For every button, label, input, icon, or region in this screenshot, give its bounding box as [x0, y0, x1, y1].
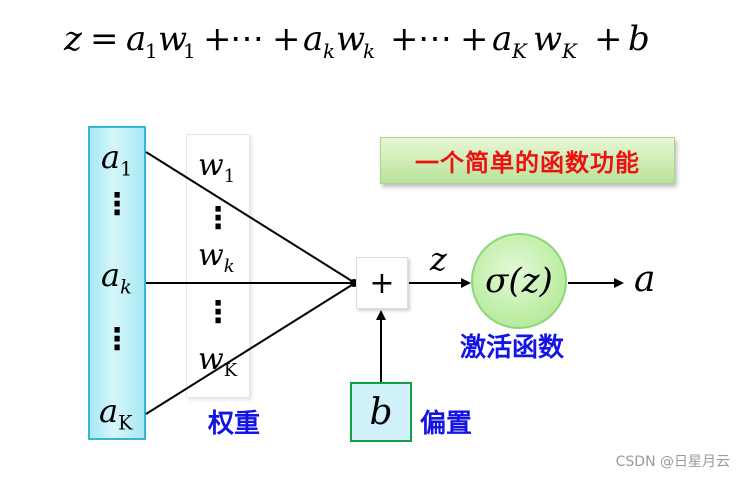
- formula-wK: w: [533, 19, 562, 59]
- output-a: a: [634, 259, 656, 300]
- formula-ak: a: [303, 19, 323, 59]
- formula-plus-5: +: [594, 19, 623, 59]
- sum-output-z: z: [430, 240, 447, 278]
- summation-node: +: [356, 257, 408, 309]
- activation-label: 激活函数: [460, 333, 565, 363]
- formula-dots-2: ⋯: [418, 19, 452, 59]
- formula-ak-sub: k: [323, 39, 335, 62]
- formula-wk: w: [336, 19, 365, 59]
- formula-equals: =: [90, 19, 119, 59]
- formula-b: b: [628, 19, 650, 59]
- weight-wk: wk: [198, 238, 235, 277]
- formula-aK-sub: K: [511, 39, 528, 62]
- formula-plus-1: +: [203, 19, 232, 59]
- formula-plus-4: +: [460, 19, 489, 59]
- formula-a1: a: [126, 19, 146, 59]
- input-a1: a1: [101, 138, 133, 181]
- watermark: CSDN @日星月云: [615, 454, 730, 470]
- input-aK: aK: [99, 392, 133, 435]
- formula-z: z: [63, 19, 83, 59]
- weights-label: 权重: [208, 409, 261, 439]
- formula-aK: a: [492, 19, 512, 59]
- bias-label: 偏置: [420, 409, 473, 439]
- input-ak: ak: [101, 256, 132, 299]
- formula-a1-sub: 1: [145, 39, 158, 62]
- title-banner: 一个简单的函数功能: [380, 137, 675, 184]
- weight-wK: wK: [198, 342, 238, 381]
- inputs-column: [88, 126, 146, 440]
- formula-wK-sub: K: [561, 39, 578, 62]
- edge-aK-to-sum: [145, 282, 356, 415]
- formula-dots-1: ⋯: [230, 19, 264, 59]
- formula-plus-3: +: [390, 19, 419, 59]
- formula: z = a 1 w 1 + ⋯ + a k w k + ⋯ + a K w K …: [63, 19, 650, 62]
- edge-a1-to-sum: [145, 151, 356, 284]
- formula-w1: w: [158, 19, 187, 59]
- formula-w1-sub: 1: [183, 39, 196, 62]
- activation-node: σ(z): [471, 233, 567, 329]
- bias-node: b: [350, 382, 412, 442]
- formula-wk-sub: k: [363, 39, 375, 62]
- weight-w1: w1: [198, 148, 236, 187]
- formula-plus-2: +: [272, 19, 301, 59]
- weights-column: [186, 134, 250, 398]
